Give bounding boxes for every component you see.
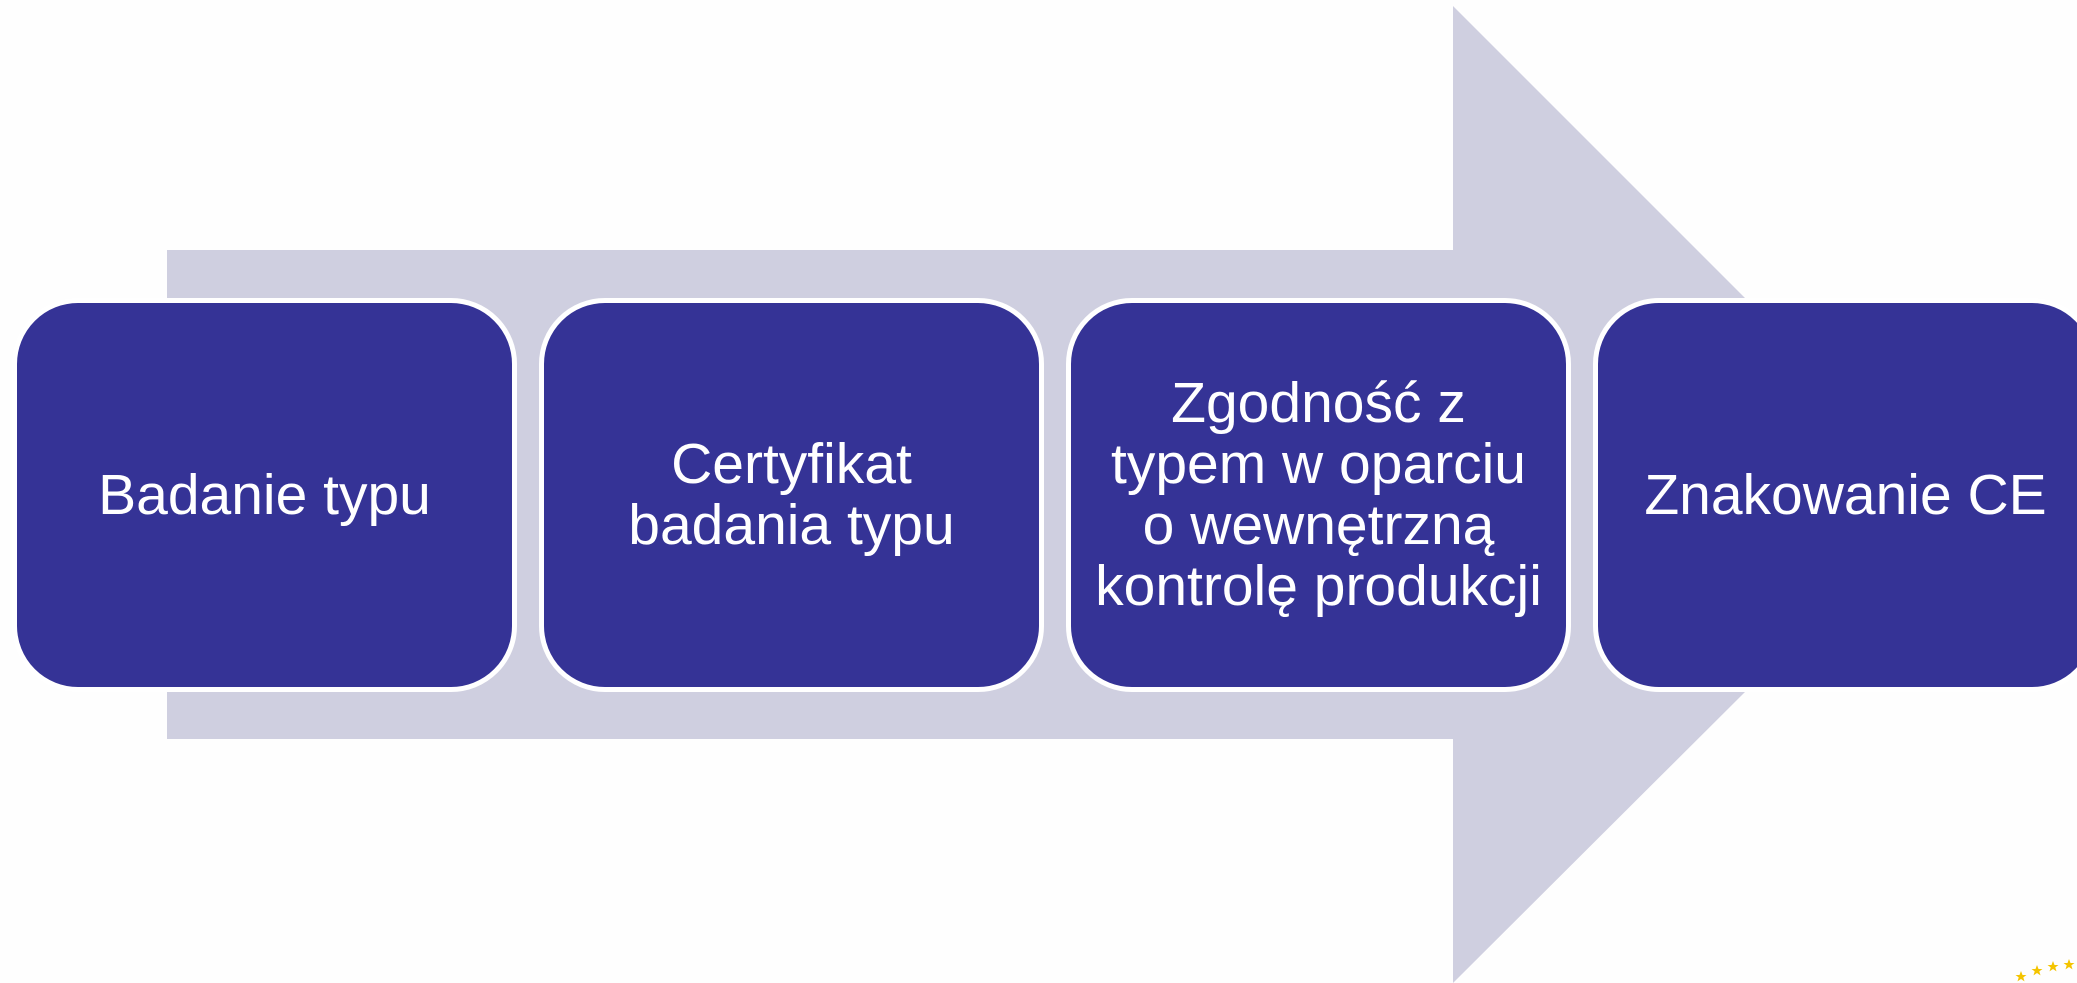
step-box-certyfikat: Certyfikat badania typu bbox=[539, 298, 1044, 692]
step-box-znakowanie-ce: Znakowanie CE bbox=[1593, 298, 2077, 692]
step-label: Zgodność z typem w oparciu o wewnętrzną … bbox=[1095, 371, 1542, 618]
step-label: Certyfikat badania typu bbox=[628, 432, 955, 557]
step-label: Znakowanie CE bbox=[1644, 462, 2047, 527]
eu-stars-icon bbox=[2015, 959, 2075, 982]
step-box-badanie-typu: Badanie typu bbox=[12, 298, 517, 692]
step-box-zgodnosc-z-typem: Zgodność z typem w oparciu o wewnętrzną … bbox=[1066, 298, 1571, 692]
step-label: Badanie typu bbox=[98, 462, 431, 527]
